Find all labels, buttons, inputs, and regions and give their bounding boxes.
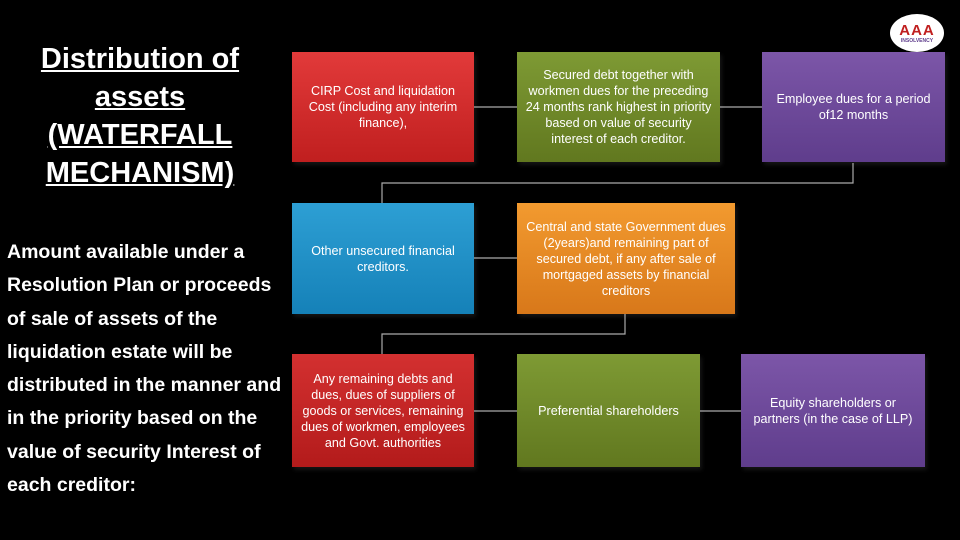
logo: AAA INSOLVENCY (890, 14, 944, 52)
logo-text: INSOLVENCY (900, 37, 934, 44)
page-title: Distribution of assets (WATERFALL MECHAN… (40, 43, 240, 189)
box-remaining-debts: Any remaining debts and dues, dues of su… (292, 354, 474, 467)
box-government-dues: Central and state Government dues (2year… (517, 203, 735, 314)
box-cirp-cost-label: CIRP Cost and liquidation Cost (includin… (308, 84, 458, 130)
box-unsecured-creditors: Other unsecured financial creditors. (292, 203, 474, 314)
box-government-dues-label: Central and state Government dues (2year… (526, 219, 726, 298)
box-equity-shareholders-label: Equity shareholders or partners (in the … (753, 395, 913, 426)
description-text: Amount available under a Resolution Plan… (7, 241, 282, 497)
box-employee-dues-label: Employee dues for a period of12 months (776, 92, 931, 122)
connector-row2-row3 (381, 314, 626, 354)
connector-row1-row2 (381, 163, 854, 203)
box-secured-debt: Secured debt together with workmen dues … (517, 52, 720, 162)
box-secured-debt-label: Secured debt together with workmen dues … (525, 68, 712, 146)
box-preferential-shareholders-label: Preferential shareholders (538, 403, 679, 418)
box-remaining-debts-label: Any remaining debts and dues, dues of su… (301, 371, 465, 450)
box-employee-dues: Employee dues for a period of12 months (762, 52, 945, 162)
box-unsecured-creditors-label: Other unsecured financial creditors. (311, 243, 455, 274)
box-cirp-cost: CIRP Cost and liquidation Cost (includin… (292, 52, 474, 162)
logo-marks: AAA (899, 21, 935, 39)
box-equity-shareholders: Equity shareholders or partners (in the … (741, 354, 925, 467)
box-preferential-shareholders: Preferential shareholders (517, 354, 700, 467)
